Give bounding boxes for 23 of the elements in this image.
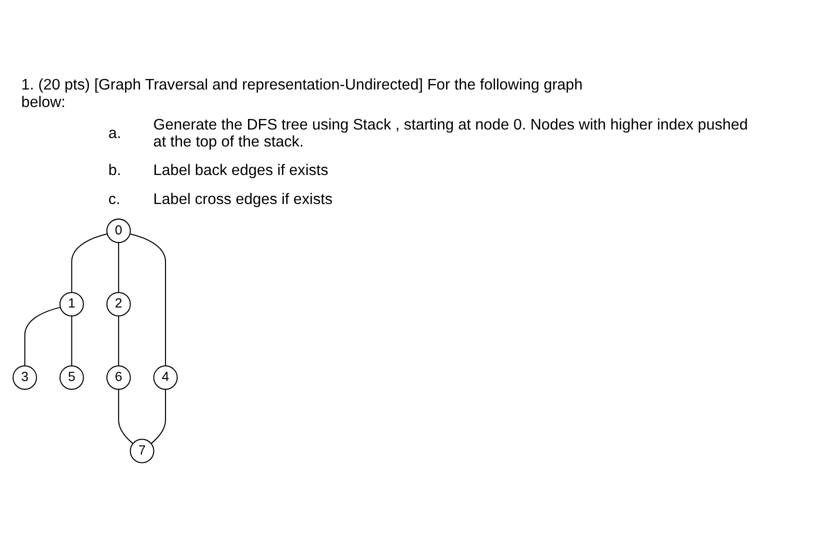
node-circle: 2	[106, 292, 130, 316]
connector	[70, 233, 107, 292]
label: Generate the DFS tree using Stack , starting at node 0. Nodes with higher index pushed at the top of the stack.	[152, 116, 748, 151]
node-circle: 1	[58, 292, 84, 316]
label: Label cross edges if exists	[152, 190, 332, 208]
label: b.	[108, 162, 121, 180]
node-circle: 6	[106, 365, 130, 390]
node-circle: 0	[106, 218, 130, 244]
label: c.	[108, 190, 120, 208]
connector	[150, 389, 166, 444]
connector	[118, 242, 119, 292]
connector	[118, 316, 119, 366]
connector	[118, 389, 133, 444]
connector	[24, 306, 60, 366]
diagram-title: 1. (20 pts) [Graph Traversal and representation-Undirected] For the following graph below:	[20, 76, 582, 111]
node-circle: 5	[58, 365, 84, 390]
connector	[129, 233, 166, 366]
connector	[70, 316, 72, 366]
node-circle: 7	[129, 438, 154, 464]
label: Label back edges if exists	[152, 162, 328, 180]
label: a.	[108, 125, 121, 142]
node-circle: 4	[152, 365, 178, 390]
node-circle: 3	[12, 365, 37, 390]
